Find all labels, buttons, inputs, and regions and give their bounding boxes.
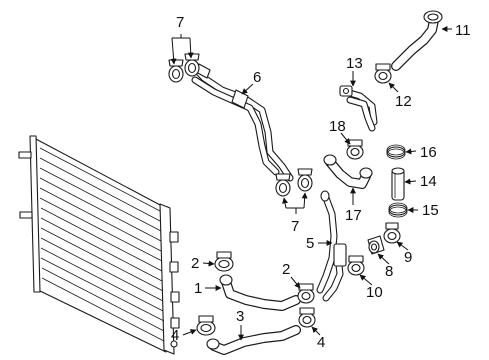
callout-16: 16	[420, 144, 437, 161]
callout-4-right: 4	[317, 334, 325, 351]
callout-3: 3	[236, 308, 244, 325]
callout-17: 17	[345, 207, 362, 224]
pipe-5	[316, 190, 347, 302]
callout-5: 5	[306, 235, 314, 252]
callout-12: 12	[395, 93, 412, 110]
upper-pipe-assembly	[189, 62, 294, 182]
clamp-7-upper-right	[184, 53, 200, 77]
callout-6: 6	[253, 69, 261, 86]
clamp-4-right	[298, 307, 316, 328]
callout-8: 8	[385, 263, 393, 280]
clamp-7-lower-left	[275, 173, 291, 197]
clamp-2-left	[214, 251, 234, 272]
tube-13	[339, 85, 378, 132]
callout-2-right: 2	[282, 261, 290, 278]
callout-11: 11	[455, 22, 471, 39]
hose-17	[323, 154, 373, 189]
radiator-cooler	[18, 135, 180, 355]
callout-18: 18	[329, 118, 346, 135]
spring-clamp-16	[386, 144, 406, 160]
spring-clamp-15	[388, 202, 408, 218]
callout-7-upper: 7	[176, 14, 184, 31]
clamp-4-left	[196, 315, 216, 336]
hose-11	[391, 10, 443, 71]
callout-2-left: 2	[191, 255, 199, 272]
callout-10: 10	[366, 284, 383, 301]
callout-13: 13	[346, 55, 363, 72]
callout-15: 15	[422, 202, 439, 219]
clamp-7-upper-left	[168, 59, 184, 83]
clamp-2-right	[297, 283, 315, 304]
callout-1: 1	[194, 280, 202, 297]
connector-8	[367, 235, 385, 255]
clamp-10	[347, 255, 365, 276]
hose-14	[391, 167, 405, 201]
callout-4-left: 4	[171, 327, 179, 344]
callout-9: 9	[404, 249, 412, 266]
clamp-9	[383, 222, 401, 244]
hose-1	[219, 274, 301, 311]
hose-3	[206, 325, 301, 355]
clamp-12	[374, 63, 392, 84]
callout-7-lower: 7	[291, 218, 299, 235]
clamp-7-lower-right	[297, 168, 313, 192]
leader-lines	[170, 26, 452, 341]
callout-14: 14	[420, 173, 437, 190]
callout-labels: 7 6 7 11 13 12 18 16 14 15 17 9 8 10 5 2…	[171, 14, 471, 351]
clamp-18	[346, 139, 364, 160]
